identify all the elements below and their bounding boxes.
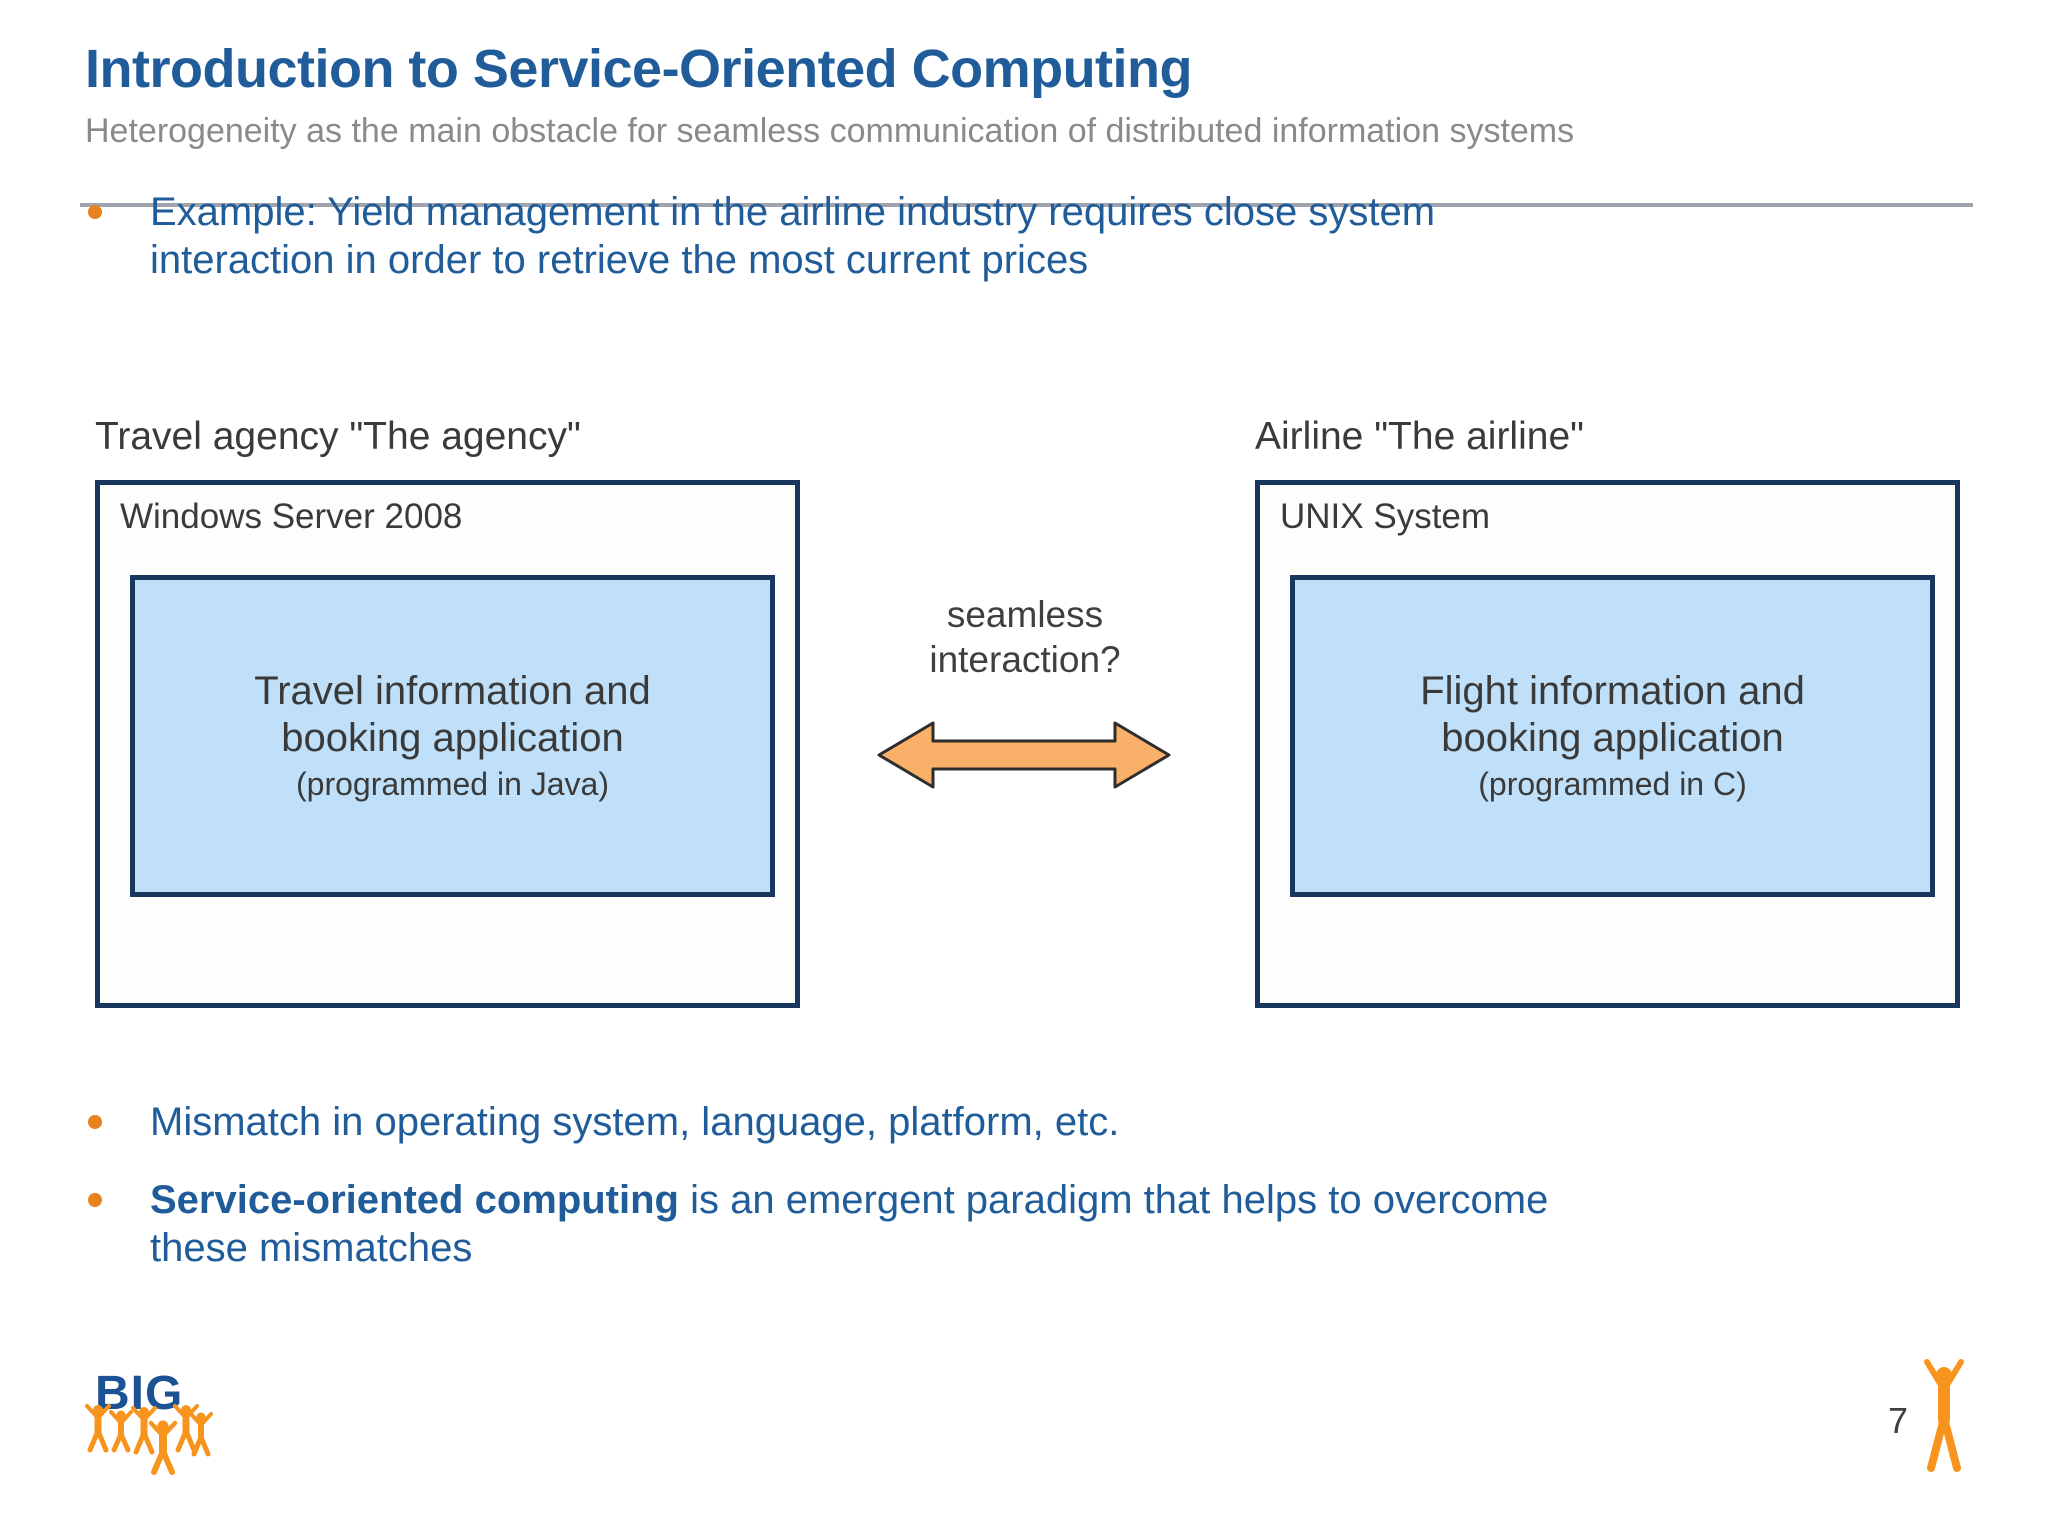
connector-question: seamless interaction? (865, 592, 1185, 682)
bullet-soc-line2: these mismatches (150, 1226, 473, 1270)
left-os-label: Windows Server 2008 (120, 497, 463, 536)
bullet-soc-line1: Service-oriented computing is an emergen… (150, 1176, 1548, 1224)
bullet-soc-text: Service-oriented computing is an emergen… (150, 1176, 1548, 1272)
bullet-example-line1: Example: Yield management in the airline… (150, 190, 1436, 234)
bullet-mismatch-text: Mismatch in operating system, language, … (150, 1098, 1119, 1146)
right-app-note: (programmed in C) (1478, 765, 1747, 802)
bullet-example-line2: interaction in order to retrieve the mos… (150, 238, 1089, 282)
bullet-example-text: Example: Yield management in the airline… (150, 188, 1435, 284)
right-app-line2: booking application (1441, 716, 1784, 760)
bullet-soc-rest: is an emergent paradigm that helps to ov… (678, 1178, 1549, 1222)
left-app-line1: Travel information and (254, 669, 651, 714)
right-app-box: Flight information and booking applicati… (1290, 575, 1935, 897)
bullet-dot (88, 205, 102, 219)
bullet-soc-bold: Service-oriented computing (150, 1178, 679, 1222)
right-system-box: UNIX System Flight information and booki… (1255, 480, 1960, 1008)
connector-question-line1: seamless (946, 594, 1104, 635)
bullet-dot (88, 1193, 102, 1207)
page-title: Introduction to Service-Oriented Computi… (85, 39, 1193, 99)
people-arms-raised-icon (85, 1404, 213, 1475)
big-logo: BIG (83, 1367, 213, 1484)
right-system-label: Airline "The airline" (1255, 415, 1584, 458)
bullet-dot (88, 1115, 102, 1129)
person-arms-raised-icon (1920, 1358, 1968, 1476)
connector-question-line2: interaction? (929, 639, 1121, 681)
left-system-box: Windows Server 2008 Travel information a… (95, 480, 800, 1008)
right-os-label: UNIX System (1280, 497, 1491, 536)
left-app-line2: booking application (281, 716, 624, 760)
left-system-label: Travel agency "The agency" (95, 415, 581, 458)
header-divider (80, 203, 1973, 207)
left-app-box: Travel information and booking applicati… (130, 575, 775, 897)
page-number: 7 (1888, 1400, 1909, 1441)
left-app-note: (programmed in Java) (296, 765, 609, 802)
bullet-mismatch-line: Mismatch in operating system, language, … (150, 1100, 1120, 1144)
page-subtitle: Heterogeneity as the main obstacle for s… (85, 112, 1575, 150)
bullet-example: Example: Yield management in the airline… (88, 188, 1588, 284)
right-app-line1: Flight information and (1420, 669, 1805, 714)
bullet-soc: Service-oriented computing is an emergen… (88, 1176, 1648, 1272)
double-headed-arrow-icon (876, 718, 1172, 792)
bullet-mismatch: Mismatch in operating system, language, … (88, 1098, 1588, 1146)
